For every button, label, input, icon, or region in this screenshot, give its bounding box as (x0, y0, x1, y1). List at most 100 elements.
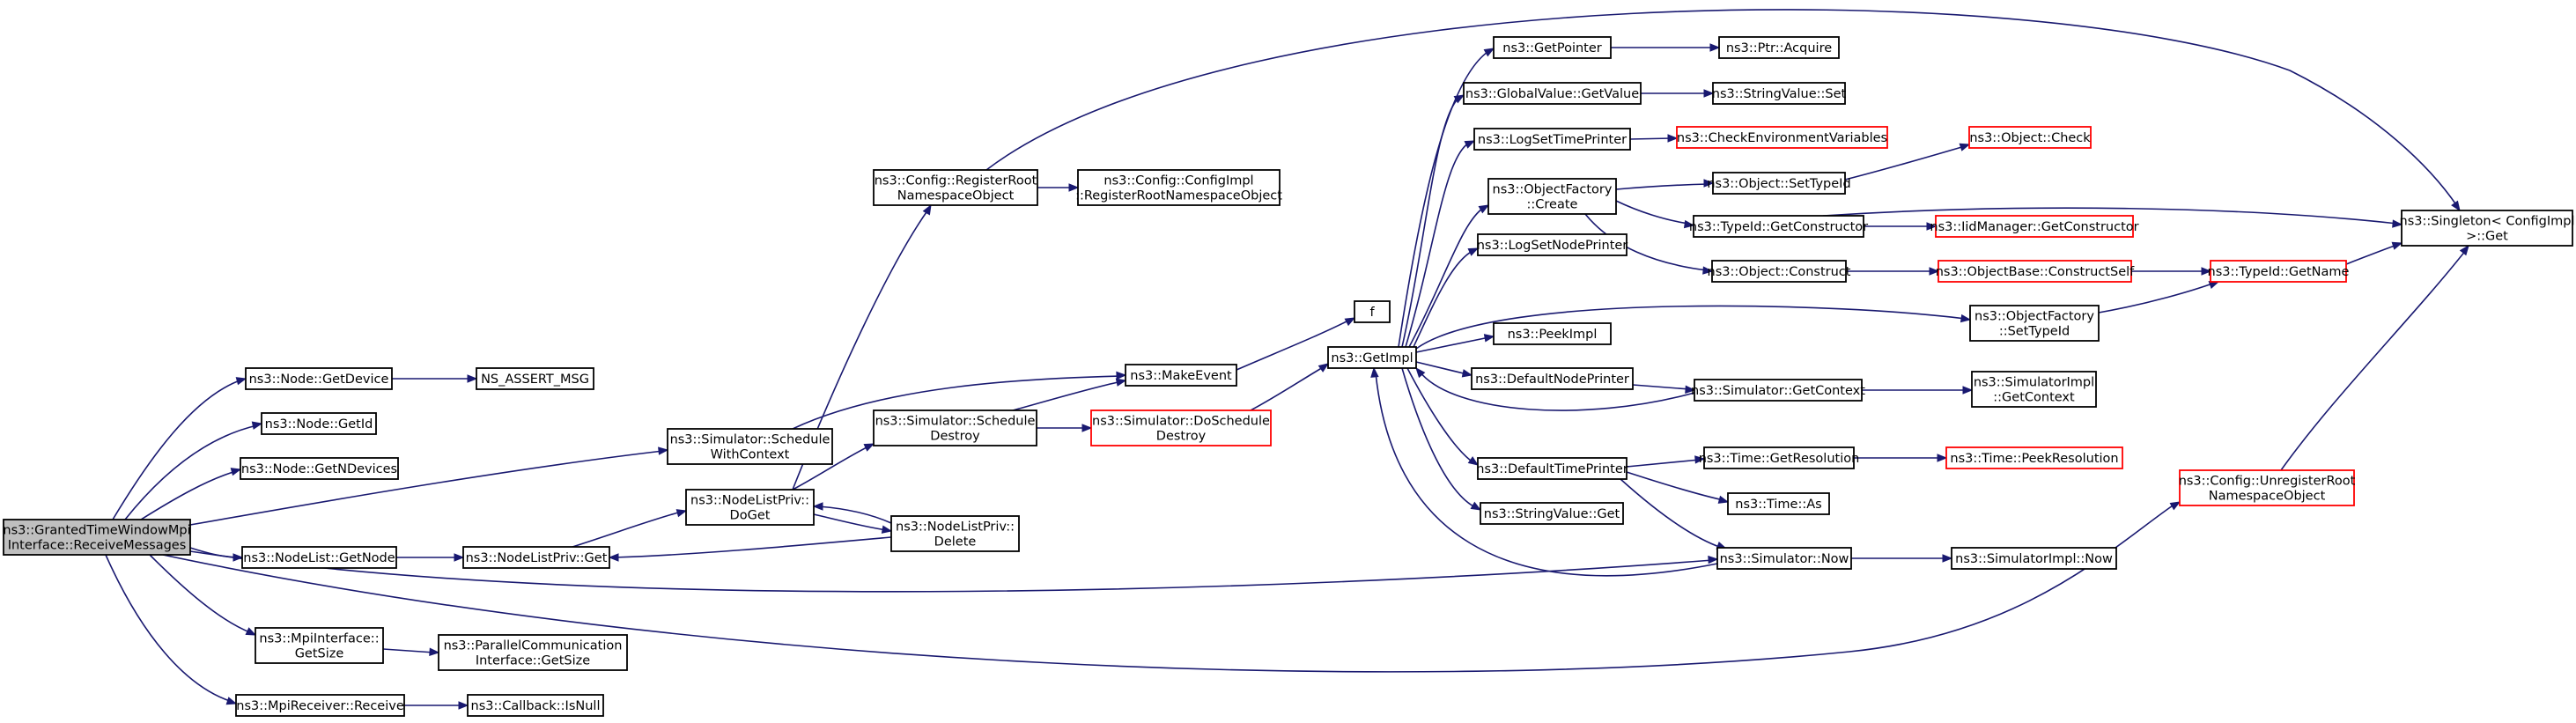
node-callback-isnull[interactable]: ns3::Callback::IsNull (467, 694, 604, 717)
node-node-getndevices[interactable]: ns3::Node::GetNDevices (240, 457, 399, 480)
node-checkenvvars[interactable]: ns3::CheckEnvironmentVariables (1676, 126, 1888, 149)
node-nodelistpriv-delete[interactable]: ns3::NodeListPriv::Delete (890, 515, 1020, 552)
node-label-line: ns3::DefaultNodePrinter (1475, 373, 1629, 387)
node-label-line: ::Create (1527, 198, 1578, 212)
node-label-line: ns3::Config::ConfigImpl (1103, 174, 1253, 188)
node-box (1676, 126, 1888, 149)
arrowhead-globalvalue_getvalue-to-stringvalue_set (1703, 89, 1715, 98)
node-singleton-get[interactable]: ns3::Singleton< ConfigImpl >::Get (2400, 210, 2575, 247)
arrowhead-time_getresolution-to-time_peekresolution (1937, 454, 1948, 462)
arrowhead-logsettimeprinter-to-checkenvvars (1667, 134, 1679, 143)
node-typeid-getname[interactable]: ns3::TypeId::GetName (2208, 260, 2350, 283)
node-label-line: ns3::MpiReceiver::Receive (236, 699, 404, 713)
edge-getimpl-to-logsetnodeprinter (1413, 249, 1475, 348)
node-logsettimeprinter[interactable]: ns3::LogSetTimePrinter (1473, 128, 1631, 151)
node-defaulttimeprinter[interactable]: ns3::DefaultTimePrinter (1476, 457, 1628, 480)
node-nodelist-getnode[interactable]: ns3::NodeList::GetNode (241, 546, 397, 569)
node-label-line: ns3::ObjectFactory (1974, 310, 2094, 324)
node-typeid-getconstructor[interactable]: ns3::TypeId::GetConstructor (1689, 215, 1868, 238)
node-label-line: ns3::StringValue::Set (1712, 87, 1847, 101)
edge-objectfactory_settypeid-to-typeid_getname (2098, 282, 2216, 314)
node-box (462, 546, 610, 569)
node-time-as[interactable]: ns3::Time::As (1727, 492, 1830, 515)
node-makeevent[interactable]: ns3::MakeEvent (1125, 364, 1237, 387)
edge-objectfactory_create-to-typeid_getconstructor (1615, 200, 1690, 225)
node-box (1718, 36, 1840, 59)
node-label-line: Interface::ReceiveMessages (8, 539, 187, 553)
node-config-registerroot[interactable]: ns3::Config::RegisterRootNamespaceObject (873, 169, 1038, 206)
node-label-line: WithContext (711, 448, 790, 462)
node-iidmanager-getconstructor[interactable]: ns3::IidManager::GetConstructor (1930, 215, 2139, 238)
node-time-peekresolution[interactable]: ns3::Time::PeekResolution (1945, 446, 2123, 469)
node-globalvalue-getvalue[interactable]: ns3::GlobalValue::GetValue (1463, 82, 1642, 105)
edge-getimpl-to-getpointer (1398, 49, 1491, 348)
node-simimpl-now[interactable]: ns3::SimulatorImpl::Now (1951, 547, 2117, 570)
node-box (1493, 36, 1612, 59)
node-logsetnodeprinter[interactable]: ns3::LogSetNodePrinter (1477, 233, 1628, 256)
node-sim-getcontext[interactable]: ns3::Simulator::GetContext (1691, 379, 1865, 402)
node-box (1711, 260, 1847, 283)
node-box (240, 457, 399, 480)
node-config-unregisterroot[interactable]: ns3::Config::UnregisterRootNamespaceObje… (2179, 469, 2356, 506)
node-simimpl-getcontext[interactable]: ns3::SimulatorImpl::GetContext (1971, 371, 2097, 408)
node-label-line: ns3::Time::PeekResolution (1950, 452, 2118, 466)
arrowhead-root-to-config_unregisterroot (2169, 501, 2181, 511)
edge-logsettimeprinter-to-checkenvvars (1629, 137, 1673, 140)
node-label-line: ns3::GlobalValue::GetValue (1465, 87, 1639, 101)
arrowhead-object_construct-to-objectbase_constructself (1929, 267, 1940, 276)
arrowhead-objectfactory_create-to-typeid_getconstructor (1683, 219, 1695, 229)
edge-sim_getcontext-to-getimpl (1419, 371, 1695, 411)
node-getpointer[interactable]: ns3::GetPointer (1493, 36, 1612, 59)
node-configimpl-registerroot[interactable]: ns3::Config::ConfigImpl::RegisterRootNam… (1075, 169, 1282, 206)
node-label-line: f (1369, 306, 1375, 320)
node-ns-assert-msg[interactable]: NS_ASSERT_MSG (476, 367, 594, 390)
node-time-getresolution[interactable]: ns3::Time::GetResolution (1699, 446, 1860, 469)
node-object-construct[interactable]: ns3::Object::Construct (1708, 260, 1851, 283)
edge-getimpl-to-logsettimeprinter (1405, 141, 1472, 348)
node-label-line: GetSize (295, 647, 344, 661)
node-ptr-acquire[interactable]: ns3::Ptr::Acquire (1718, 36, 1840, 59)
node-object-settypeid[interactable]: ns3::Object::SetTypeId (1707, 172, 1851, 195)
edge-sim_scheduledestroy-to-makeevent (1012, 380, 1123, 411)
node-nodelistpriv-doget[interactable]: ns3::NodeListPriv::DoGet (685, 489, 815, 526)
node-box (1968, 126, 2092, 149)
node-node-getid[interactable]: ns3::Node::GetId (261, 412, 377, 435)
edge-mpiinterface_getsize-to-parallelcomm_getsize (382, 648, 435, 653)
node-objectfactory-create[interactable]: ns3::ObjectFactory::Create (1487, 178, 1617, 215)
node-mpiinterface-getsize[interactable]: ns3::MpiInterface::GetSize (255, 627, 384, 664)
call-graph-nodes: ns3::GrantedTimeWindowMpiInterface::Rece… (3, 36, 2575, 717)
arrowhead-sim_now-to-simimpl_now (1942, 554, 1953, 563)
node-peekimpl[interactable]: ns3::PeekImpl (1493, 322, 1612, 345)
node-defaultnodeprinter[interactable]: ns3::DefaultNodePrinter (1471, 367, 1634, 390)
arrowhead-defaulttimeprinter-to-time_as (1717, 495, 1730, 504)
arrowhead-getpointer-to-ptr_acquire (1709, 43, 1721, 52)
node-box (235, 694, 405, 717)
node-objectbase-constructself[interactable]: ns3::ObjectBase::ConstructSelf (1936, 260, 2135, 283)
edge-objectfactory_create-to-object_settypeid (1615, 183, 1709, 190)
edge-getimpl-to-defaulttimeprinter (1406, 367, 1475, 464)
node-label-line: ns3::NodeListPriv:: (896, 520, 1015, 535)
node-label-line: Interface::GetSize (476, 654, 590, 668)
node-objectfactory-settypeid[interactable]: ns3::ObjectFactory::SetTypeId (1969, 305, 2100, 342)
node-node-getdevice[interactable]: ns3::Node::GetDevice (245, 367, 393, 390)
node-f[interactable]: f (1354, 300, 1391, 323)
node-mpireceiver-receive[interactable]: ns3::MpiReceiver::Receive (235, 694, 405, 717)
node-object-check[interactable]: ns3::Object::Check (1968, 126, 2092, 149)
node-box (1354, 300, 1391, 323)
arrowhead-root-to-sim_schedulewithcontext (658, 446, 669, 455)
node-nodelistpriv-get[interactable]: ns3::NodeListPriv::Get (462, 546, 610, 569)
node-sim-now[interactable]: ns3::Simulator::Now (1716, 547, 1852, 570)
node-label-line: NamespaceObject (2209, 490, 2326, 504)
edge-root-to-node_getdevice (112, 379, 243, 520)
node-getimpl[interactable]: ns3::GetImpl (1327, 346, 1417, 369)
node-stringvalue-set[interactable]: ns3::StringValue::Set (1712, 82, 1847, 105)
node-parallelcomm-getsize[interactable]: ns3::ParallelCommunicationInterface::Get… (438, 634, 628, 671)
node-label-line: ns3::MakeEvent (1130, 369, 1232, 383)
node-stringvalue-get[interactable]: ns3::StringValue::Get (1480, 502, 1624, 525)
node-label-line: ns3::NodeListPriv::Get (466, 551, 608, 565)
node-box (1463, 82, 1642, 105)
